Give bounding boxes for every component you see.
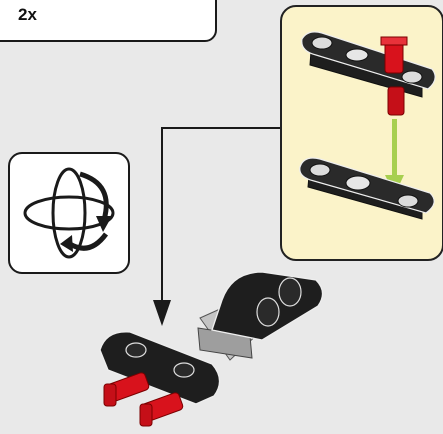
beam-with-pin xyxy=(301,31,436,116)
subassembly-panel xyxy=(280,5,443,261)
parts-count-label: 2x xyxy=(18,5,37,24)
rotate-model-icon xyxy=(23,167,115,259)
beam xyxy=(299,157,435,220)
down-arrow-icon xyxy=(153,300,171,326)
rotate-model-box xyxy=(8,152,130,274)
red-pin xyxy=(380,36,408,116)
black-beam-rear xyxy=(211,271,324,341)
red-pin xyxy=(103,372,150,407)
red-pin xyxy=(139,392,184,427)
parts-callout: 2x xyxy=(0,0,217,42)
black-beam-front xyxy=(99,331,221,405)
subassembly-illustration xyxy=(299,31,436,220)
